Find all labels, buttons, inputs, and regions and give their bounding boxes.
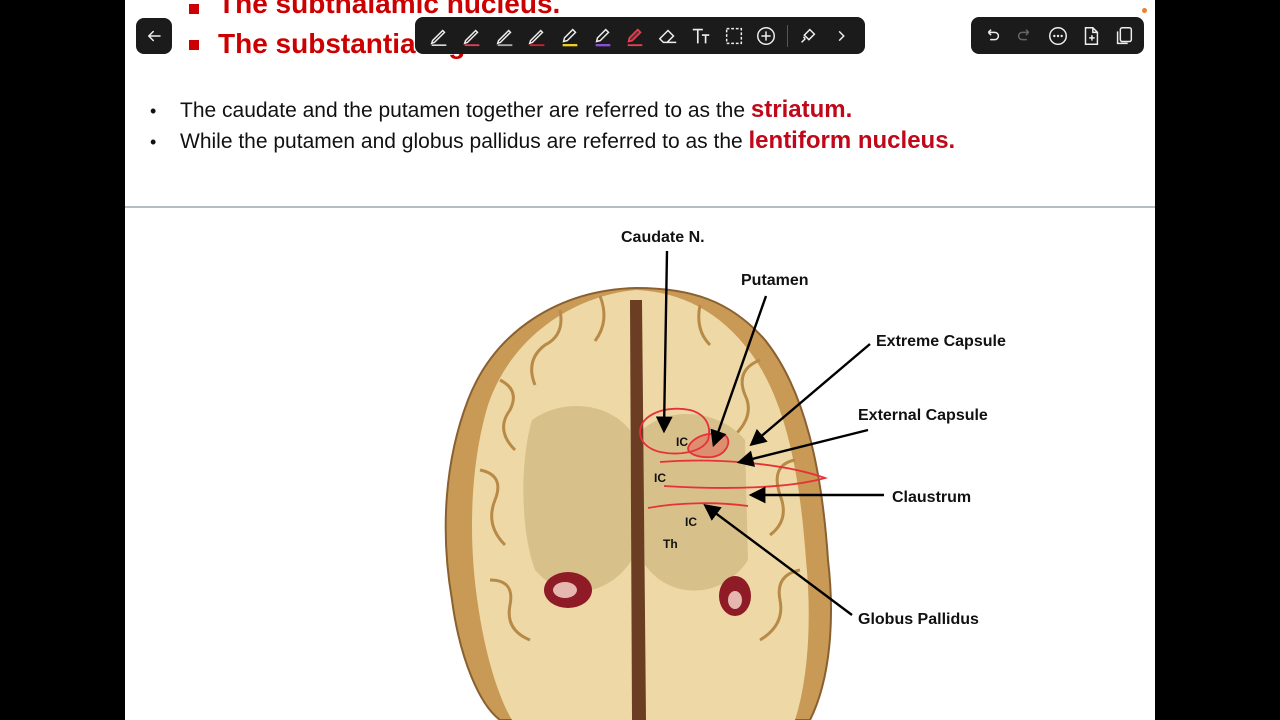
text-tool[interactable] [685,19,718,52]
highlighter-yellow-icon [562,28,578,46]
label-claustrum: Claustrum [892,489,971,506]
document-toolbar [971,17,1144,54]
arrow-putamen [710,295,768,448]
pen-outline-icon [496,28,513,46]
pen-red-2-tool[interactable] [521,19,554,52]
add-tool[interactable] [750,19,783,52]
arrow-external-capsule [736,428,869,467]
pen-red-2-icon [528,28,545,46]
pen-red-icon [463,28,480,46]
add-circle-icon [757,26,776,45]
pen-icon [430,28,447,46]
pen-outline-tool[interactable] [488,19,521,52]
label-caudate: Caudate N. [621,229,705,246]
pages-button[interactable] [1107,19,1140,52]
highlighter-purple-tool[interactable] [586,19,619,52]
label-thalamus: Th [663,537,678,551]
label-external-capsule: External Capsule [858,407,988,424]
redo-button[interactable] [1008,19,1041,52]
eraser-icon [658,28,677,43]
more-icon [1048,26,1067,45]
link-tool[interactable] [792,19,825,52]
highlighter-yellow-tool[interactable] [554,19,587,52]
lasso-select-icon [725,27,742,44]
undo-icon [987,28,999,40]
slide-divider [125,206,1155,208]
eraser-red-tool[interactable] [619,19,652,52]
pen-red-tool[interactable] [456,19,489,52]
term-striatum: striatum. [750,96,853,123]
label-globus-pallidus: Globus Pallidus [858,611,979,628]
toolbar-expand-button[interactable] [824,19,857,52]
label-putamen: Putamen [741,272,809,289]
lasso-select-tool[interactable] [717,19,750,52]
eraser-tool[interactable] [652,19,685,52]
add-page-button[interactable] [1074,19,1107,52]
heading-bullet [189,40,199,50]
highlighter-purple-icon [595,28,611,46]
text-tool-icon [692,28,710,43]
label-ic: IC [654,471,666,485]
drawing-toolbar [415,17,865,54]
arrow-left-icon [148,30,161,42]
more-button[interactable] [1041,19,1074,52]
notification-dot [1142,8,1147,13]
undo-button[interactable] [975,19,1008,52]
pen-tool[interactable] [423,19,456,52]
toolbar-separator [786,24,788,47]
add-page-icon [1084,26,1098,45]
bullet-dot: • [150,132,157,152]
heading-subthalamic: The subthalamic nucleus. [218,0,561,19]
bullet-text: The caudate and the putamen together are… [180,99,751,122]
link-tool-icon [800,28,816,43]
term-lentiform: lentiform nucleus. [748,127,956,154]
chevron-right-icon [838,30,845,41]
bullet-text: While the putamen and globus pallidus ar… [180,130,749,153]
back-button[interactable] [136,18,172,54]
label-extreme-capsule: Extreme Capsule [876,333,1006,350]
brain-section-image [444,286,832,720]
label-ic: IC [676,435,688,449]
bullet-lentiform: • While the putamen and globus pallidus a… [150,127,955,155]
bullet-dot: • [150,101,157,121]
arrow-globus-pallidus [703,503,853,616]
redo-icon [1017,28,1029,40]
arrow-extreme-capsule [749,343,871,447]
pages-icon [1116,26,1132,44]
label-ic: IC [685,515,697,529]
bullet-striatum: • The caudate and the putamen together ar… [150,96,852,124]
heading-bullet [189,4,199,14]
eraser-red-icon [627,27,643,46]
arrow-caudate [655,250,673,434]
